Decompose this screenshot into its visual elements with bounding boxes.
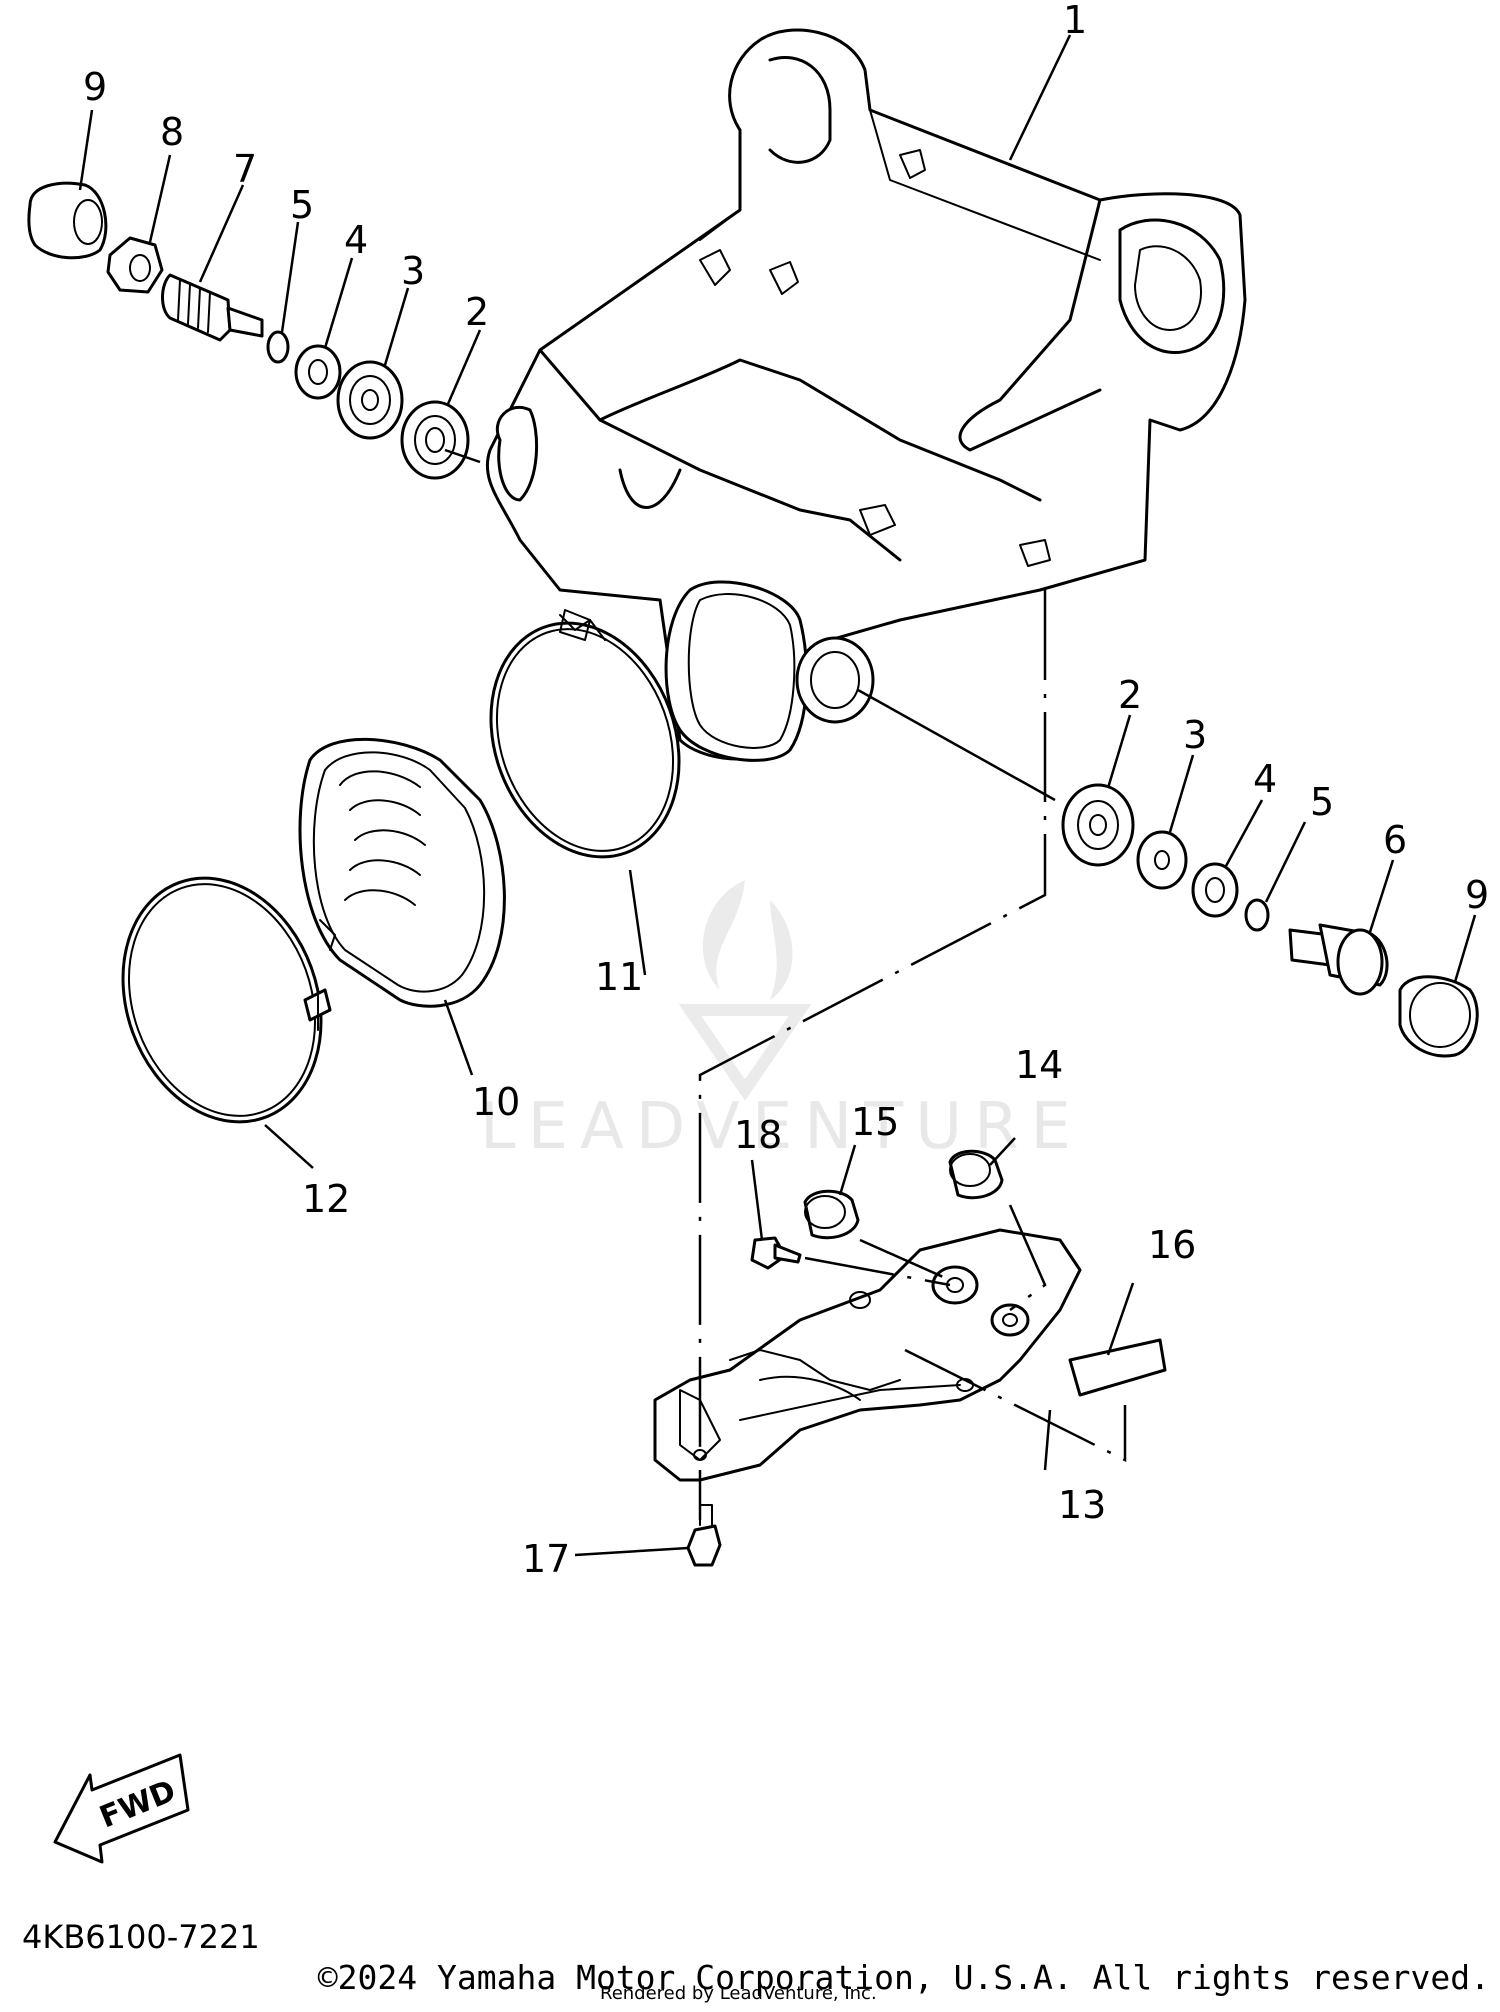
- callout-6: 6: [1383, 818, 1407, 862]
- callout-3-left: 3: [401, 249, 425, 293]
- callout-17: 17: [522, 1537, 570, 1581]
- boot-and-bands: [121, 614, 681, 1124]
- callout-4-left: 4: [344, 218, 368, 262]
- rendered-by-note: Rendered by LeadVenture, Inc.: [600, 1983, 877, 2004]
- callout-8: 8: [160, 110, 184, 154]
- callout-labels: 1 9 8 7 5 4 3 2 2 3 4 5 6 9 11 10 12 14 …: [83, 0, 1489, 1581]
- callout-3-right: 3: [1183, 713, 1207, 757]
- diagram-part-code: 4KB6100-7221: [22, 1918, 260, 1956]
- fwd-arrow: FWD: [53, 1753, 190, 1864]
- callout-9-right: 9: [1465, 873, 1489, 917]
- left-pivot-parts: [27, 181, 481, 480]
- small-parts: [686, 1149, 1167, 1567]
- callout-14: 14: [1015, 1043, 1063, 1087]
- callout-5-left: 5: [290, 183, 314, 227]
- callout-13: 13: [1058, 1483, 1106, 1527]
- callout-11: 11: [595, 955, 643, 999]
- callout-9-left: 9: [83, 65, 107, 109]
- callout-4-right: 4: [1253, 757, 1277, 801]
- callout-18: 18: [734, 1113, 782, 1157]
- callout-2-left: 2: [465, 290, 489, 334]
- callout-15: 15: [851, 1100, 899, 1144]
- leader-lines: [78, 34, 1477, 1557]
- callout-12: 12: [302, 1177, 350, 1221]
- callout-5-right: 5: [1310, 780, 1334, 824]
- callout-1: 1: [1063, 0, 1087, 42]
- callout-16: 16: [1148, 1223, 1196, 1267]
- callout-7: 7: [233, 147, 257, 191]
- callout-10: 10: [472, 1080, 520, 1124]
- chain-guard: [653, 1228, 1082, 1482]
- swingarm: [485, 28, 1247, 762]
- callout-2-right: 2: [1118, 673, 1142, 717]
- right-pivot-parts: [857, 688, 1479, 1058]
- copyright-notice: ©2024 Yamaha Motor Corporation, U.S.A. A…: [317, 1958, 1490, 1997]
